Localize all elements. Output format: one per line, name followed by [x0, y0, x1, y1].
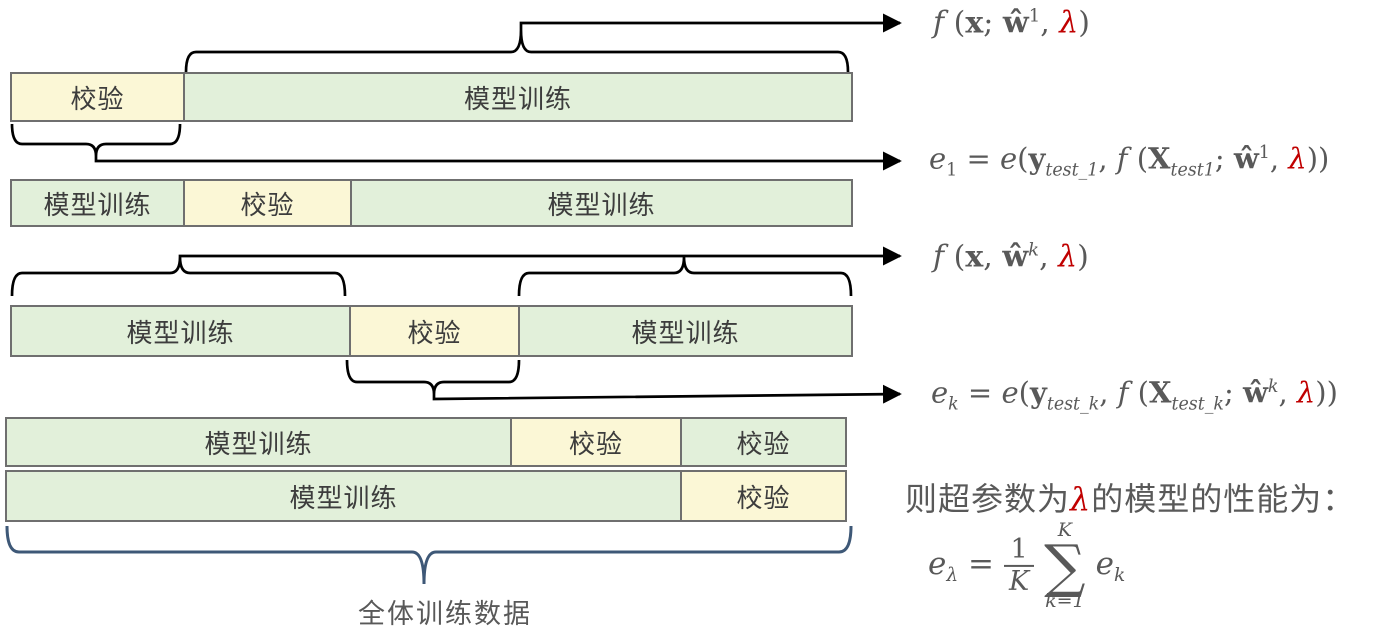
- sum-rhs: ek: [1095, 545, 1126, 587]
- average-error-formula: eλ = 1 K K ∑ k=1 ek: [928, 518, 1126, 613]
- fold-row-1: 校验 模型训练: [10, 72, 853, 122]
- sum-lhs: eλ =: [928, 545, 994, 587]
- row2-training-cell-left: 模型训练: [12, 181, 183, 225]
- formula-error-ek: ek = e(ytest_k, f (Xtest_k; ŵk, λ)): [931, 375, 1338, 415]
- fraction-one-over-K: 1 K: [1004, 534, 1035, 597]
- fraction-denominator: K: [1004, 565, 1035, 597]
- summation-symbol: K ∑ k=1: [1044, 518, 1086, 613]
- summation-lower-limit: k=1: [1045, 590, 1085, 613]
- row4-validation-cell-green: 校验: [680, 419, 845, 465]
- row5-validation-cell: 校验: [680, 472, 845, 520]
- formula-model-fk: f (x, ŵk, λ): [933, 239, 1089, 275]
- brace-top-row3-left-training: [10, 256, 347, 297]
- summation-upper-limit: K: [1057, 518, 1072, 541]
- all-training-data-label: 全体训练数据: [358, 599, 532, 629]
- brace-top-row1-training: [184, 29, 850, 73]
- row4-validation-cell: 校验: [510, 419, 680, 465]
- row5-training-cell: 模型训练: [7, 472, 680, 520]
- brace-bottom-all-training-data: [5, 525, 853, 585]
- fold-row-3: 模型训练 校验 模型训练: [10, 305, 853, 357]
- brace-top-row3-right-training: [517, 256, 853, 297]
- arrow-to-error-ek: [432, 384, 902, 404]
- arrow-to-model-fk: [178, 246, 902, 266]
- fold-row-4: 模型训练 校验 校验: [5, 417, 847, 467]
- arrow-to-model-f1: [519, 13, 902, 33]
- performance-caption: 则超参数为λ的模型的性能为：: [905, 480, 1356, 518]
- row3-training-cell-right: 模型训练: [518, 307, 851, 355]
- brace-bottom-row3-validation: [345, 359, 521, 395]
- brace-bottom-row1-validation: [10, 123, 182, 157]
- formula-model-f1: f (x; ŵ1, λ): [933, 5, 1090, 41]
- row3-validation-cell: 校验: [349, 307, 518, 355]
- fold-row-5: 模型训练 校验: [5, 470, 847, 522]
- fold-row-2: 模型训练 校验 模型训练: [10, 179, 853, 227]
- row1-training-cell: 模型训练: [183, 74, 851, 120]
- row4-training-cell: 模型训练: [7, 419, 510, 465]
- arrow-to-error-e1: [94, 151, 902, 171]
- sigma-glyph: ∑: [1044, 531, 1086, 600]
- formula-error-e1: e1 = e(ytest_1, f (Xtest1; ŵ1, λ)): [929, 141, 1330, 181]
- fraction-numerator: 1: [1010, 534, 1028, 566]
- row2-validation-cell: 校验: [183, 181, 350, 225]
- row1-validation-cell: 校验: [12, 74, 183, 120]
- row3-training-cell-left: 模型训练: [12, 307, 349, 355]
- row2-training-cell-right: 模型训练: [350, 181, 851, 225]
